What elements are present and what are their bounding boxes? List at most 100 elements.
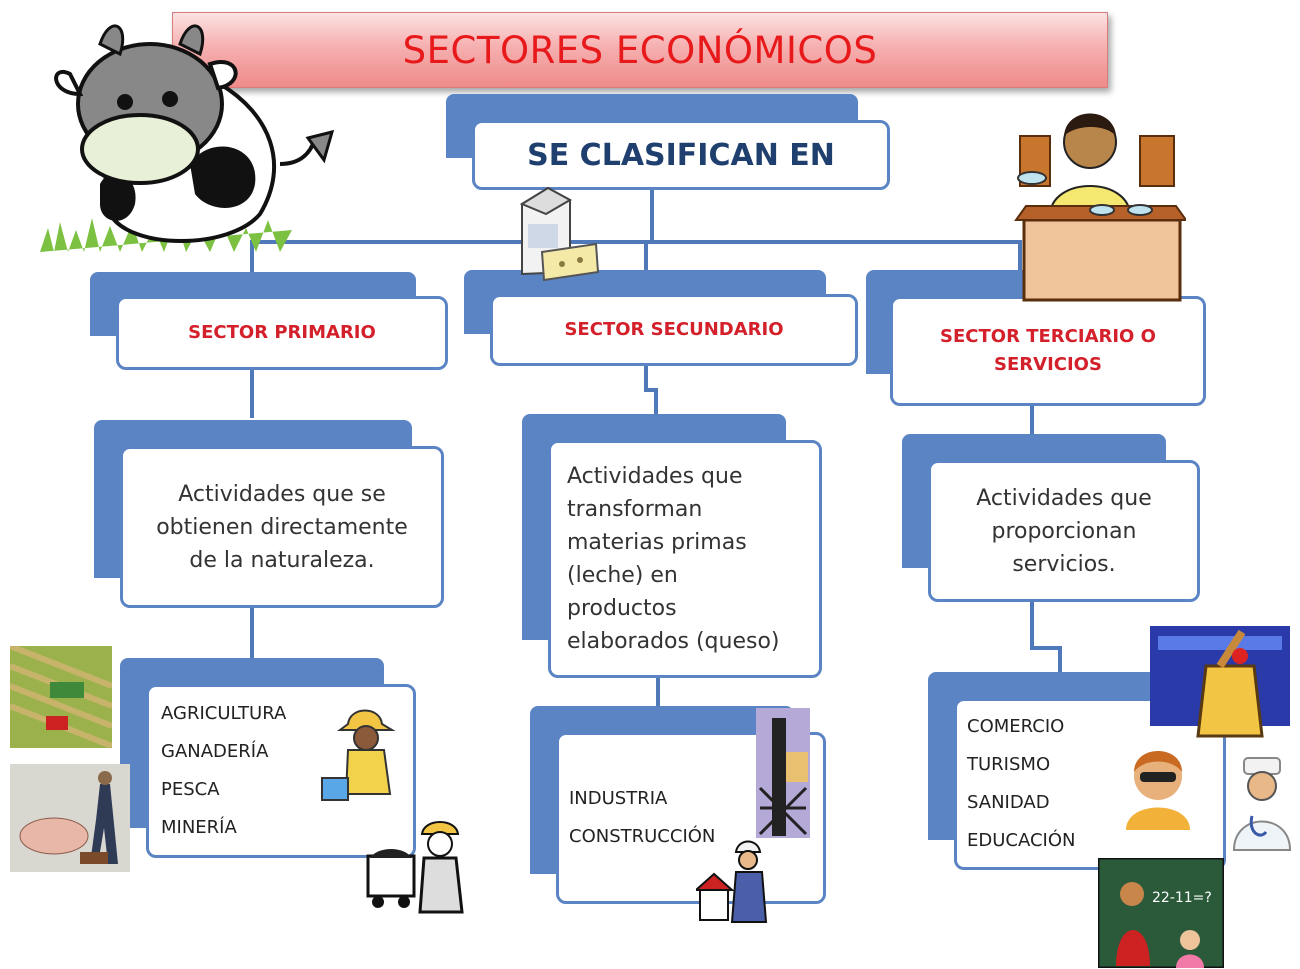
secundario-desc-line6: elaborados (queso) — [567, 629, 780, 654]
cow-eye-2 — [162, 91, 178, 107]
cow-muzzle — [80, 113, 200, 185]
shopkeeper-clipart — [1014, 113, 1186, 302]
pig-farmer-picture — [10, 764, 130, 872]
sunglasses — [1140, 772, 1176, 782]
terciario-desc-line1: Actividades que — [976, 485, 1152, 511]
cow-ear-right — [207, 60, 238, 91]
tourist-hair — [1134, 751, 1182, 772]
tourist-shirt — [1126, 807, 1190, 830]
teacher-body — [1116, 930, 1150, 966]
cow-spot-2 — [100, 173, 136, 221]
tourist-clipart — [1126, 751, 1190, 830]
connector-primario-desc — [250, 368, 254, 418]
connector-secundario-desc-b — [644, 388, 658, 392]
cow-horn-2 — [178, 24, 205, 57]
blackboard — [1098, 858, 1224, 968]
connector-root-down — [650, 190, 654, 244]
terciario-desc-line2: proporcionan — [991, 518, 1137, 544]
activity-ganaderia: GANADERÍA — [161, 741, 269, 762]
cow-clipart — [40, 24, 335, 252]
industry-clipart — [756, 708, 810, 838]
miner-clipart — [366, 821, 464, 914]
worker-body — [730, 871, 768, 923]
secundario-desc-box: Actividades que transforman materias pri… — [548, 440, 822, 678]
activity-comercio: COMERCIO — [967, 716, 1065, 737]
coal — [370, 849, 412, 858]
blackboard-text: 22-11=? — [1152, 890, 1212, 906]
primario-label: SECTOR PRIMARIO — [188, 322, 376, 343]
primario-desc-line1: Actividades que se — [178, 481, 386, 507]
miner-helmet — [420, 821, 460, 835]
connector-to-secundario — [644, 240, 648, 272]
shelf-jar-2 — [1139, 135, 1175, 187]
activity-pesca: PESCA — [161, 779, 220, 800]
connector-secundario-desc — [644, 364, 648, 390]
secundario-desc-line5: productos — [567, 596, 677, 621]
connector-secundario-desc-c — [654, 388, 658, 414]
root-box: SE CLASIFICAN EN — [472, 120, 890, 190]
farmer — [90, 784, 118, 864]
terciario-label-line2: SERVICIOS — [994, 354, 1102, 375]
fisher-clipart — [321, 709, 396, 801]
teacup — [1017, 171, 1047, 185]
grass — [40, 218, 292, 252]
harvester — [50, 682, 84, 698]
scaffold — [758, 786, 808, 836]
stethoscope-icon — [1249, 815, 1268, 837]
brick-house — [699, 889, 729, 921]
counter — [1022, 218, 1182, 302]
connector-terciario-list — [1030, 600, 1034, 648]
milk-label — [528, 224, 558, 248]
cheese-hole-2 — [577, 257, 583, 263]
cow-tail-tip — [305, 129, 335, 164]
cheese-hole — [559, 261, 565, 267]
secundario-box: SECTOR SECUNDARIO — [490, 294, 858, 366]
fish-bucket — [321, 777, 349, 801]
miner-body — [418, 856, 464, 914]
terciario-desc-box: Actividades que proporcionan servicios. — [928, 460, 1200, 602]
doctor-clipart — [1232, 757, 1292, 851]
activity-turismo: TURISMO — [967, 754, 1051, 775]
mine-cart — [366, 854, 416, 898]
teacup-2 — [1089, 204, 1115, 216]
connector-to-terciario — [1018, 240, 1022, 272]
diagram-title: SECTORES ECONÓMICOS — [402, 28, 878, 72]
fisher-coat — [344, 749, 392, 795]
shopkeeper-hair — [1064, 113, 1116, 136]
farm-field-picture — [10, 646, 112, 748]
activity-mineria: MINERÍA — [161, 817, 237, 838]
tractor — [46, 716, 68, 730]
terciario-box: SECTOR TERCIARIO O SERVICIOS — [890, 296, 1206, 406]
teacher-clipart: 22-11=? — [1098, 858, 1224, 968]
secundario-label: SECTOR SECUNDARIO — [564, 319, 784, 340]
activity-educacion: EDUCACIÓN — [967, 830, 1076, 851]
pig — [19, 817, 89, 855]
cow-spot — [190, 146, 256, 208]
terciario-desc-line3: servicios. — [1012, 551, 1116, 577]
primario-desc-line3: de la naturaleza. — [189, 547, 375, 573]
secundario-desc-line4: (leche) en — [567, 563, 678, 588]
terciario-label-line1: SECTOR TERCIARIO O — [940, 326, 1156, 347]
connector-primario-list — [250, 606, 254, 658]
construction-worker-clipart — [696, 840, 768, 923]
activity-sanidad: SANIDAD — [967, 792, 1050, 813]
terciario-list-box: COMERCIO TURISMO SANIDAD EDUCACIÓN — [954, 698, 1226, 870]
secundario-desc-line3: materias primas — [567, 530, 747, 555]
cow-ear-left — [54, 70, 84, 97]
connector-terciario-list-c — [1058, 646, 1062, 672]
milk-carton-top — [519, 186, 573, 216]
cow-horn — [98, 24, 125, 57]
activity-construccion: CONSTRUCCIÓN — [569, 826, 716, 847]
connector-to-primario — [250, 240, 254, 274]
secundario-desc-line1: Actividades que — [567, 464, 743, 489]
secundario-desc-line2: transforman — [567, 497, 703, 522]
commerce-clipart — [1150, 626, 1290, 738]
worker-helmet — [734, 840, 762, 853]
cheese — [540, 242, 600, 282]
fisher-hat — [337, 709, 396, 731]
title-banner: SECTORES ECONÓMICOS — [172, 12, 1108, 88]
shopping-bag — [1196, 664, 1264, 738]
connector-secundario-list — [656, 676, 660, 706]
secundario-list-box: INDUSTRIA CONSTRUCCIÓN — [556, 732, 826, 904]
teacup-3 — [1127, 204, 1153, 216]
